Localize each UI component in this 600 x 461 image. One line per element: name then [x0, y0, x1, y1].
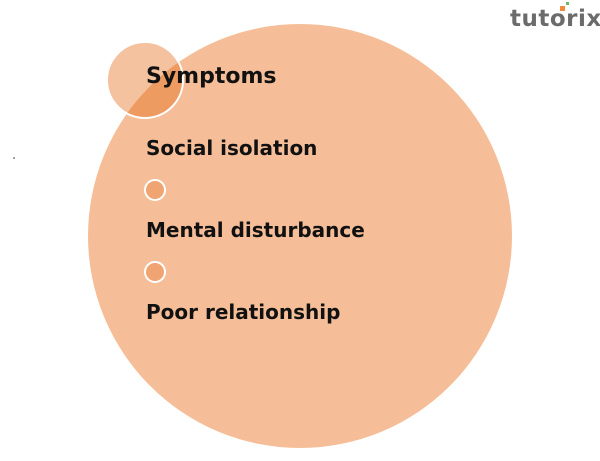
bullet-1: [144, 179, 166, 201]
tutorix-logo: tutorix: [510, 6, 600, 32]
bullet-2: [144, 261, 166, 283]
main-circle: [88, 24, 512, 448]
logo-accent-icon: [566, 2, 569, 5]
symptom-item: Poor relationship: [146, 300, 341, 324]
symptom-item: Mental disturbance: [146, 218, 365, 242]
diagram-title: Symptoms: [146, 64, 277, 89]
stray-dot: [13, 157, 15, 159]
symptom-item: Social isolation: [146, 136, 318, 160]
logo-accent-icon: [560, 6, 565, 11]
